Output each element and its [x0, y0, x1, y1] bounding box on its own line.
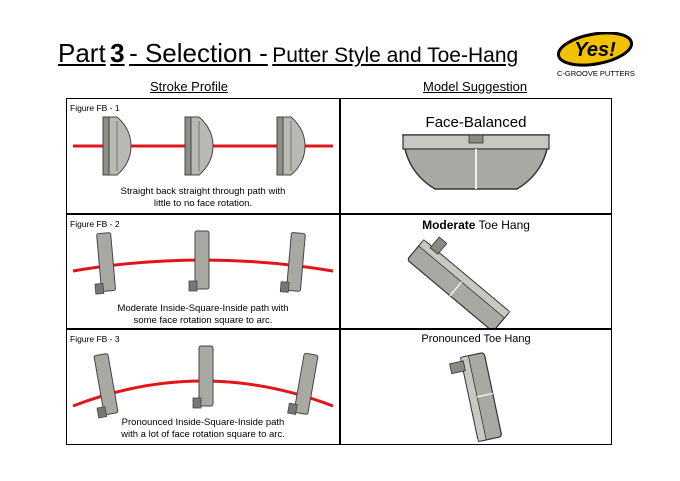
- logo-tagline: C-GROOVE PUTTERS: [557, 69, 635, 78]
- title-part-word: Part: [58, 38, 106, 68]
- stroke-diagram-fb3: [72, 345, 334, 419]
- figure-label-fb3: Figure FB - 3: [70, 334, 120, 344]
- putter-head-mallet: [184, 116, 214, 176]
- row-divider: [67, 328, 611, 330]
- putter-head-blade: [188, 230, 210, 292]
- model-label-bold: Moderate: [422, 218, 476, 232]
- putter-image-face-balanced: [402, 134, 550, 190]
- putter-head-mallet: [102, 116, 132, 176]
- title-selection: - Selection -: [129, 38, 268, 68]
- figure-label-fb2: Figure FB - 2: [70, 219, 120, 229]
- model-label-pronounced-toe-hang: Pronounced Toe Hang: [421, 333, 531, 345]
- page-title: Part 3 - Selection - Putter Style and To…: [58, 38, 518, 69]
- yes-logo: Yes!: [556, 32, 634, 67]
- caption-line: little to no face rotation.: [153, 198, 253, 209]
- caption-line: Straight back straight through path with: [120, 186, 286, 197]
- column-header-model-suggestion: Model Suggestion: [423, 79, 528, 94]
- caption-line: Pronounced Inside-Square-Inside path: [121, 417, 285, 428]
- stroke-caption-fb2: Moderate Inside-Square-Inside path with …: [67, 303, 339, 327]
- stroke-caption-fb3: Pronounced Inside-Square-Inside path wit…: [67, 417, 339, 441]
- putter-image-moderate-toe-hang: [407, 236, 511, 328]
- caption-line: with a lot of face rotation square to ar…: [121, 429, 285, 440]
- row-divider: [67, 213, 611, 215]
- stroke-diagram-fb1: [73, 116, 333, 176]
- model-label-moderate-toe-hang: Moderate Toe Hang: [341, 218, 611, 232]
- logo-brand: Yes!: [574, 39, 616, 61]
- putter-head-blade: [192, 345, 214, 409]
- putter-head-blade: [279, 232, 306, 293]
- title-subtitle: Putter Style and Toe-Hang: [272, 44, 519, 67]
- selection-table: Figure FB - 1 Straight back straight thr…: [66, 98, 612, 445]
- caption-line: Moderate Inside-Square-Inside path with: [117, 303, 289, 314]
- putter-image-pronounced-toe-hang: [449, 352, 502, 443]
- model-label-rest: Toe Hang: [478, 218, 530, 232]
- model-label-face-balanced: Face-Balanced: [425, 114, 527, 131]
- column-divider: [339, 99, 341, 444]
- stroke-caption-fb1: Straight back straight through path with…: [67, 186, 339, 210]
- putter-head-blade: [94, 232, 116, 295]
- caption-line: some face rotation square to arc.: [133, 315, 273, 326]
- putter-head-blade: [287, 352, 319, 415]
- figure-label-fb1: Figure FB - 1: [70, 103, 120, 113]
- putter-head-mallet: [276, 116, 306, 176]
- stroke-diagram-fb2: [72, 230, 334, 295]
- column-header-stroke-profile: Stroke Profile: [150, 79, 229, 94]
- putter-head-blade: [93, 353, 119, 419]
- title-part-number: 3: [110, 38, 125, 68]
